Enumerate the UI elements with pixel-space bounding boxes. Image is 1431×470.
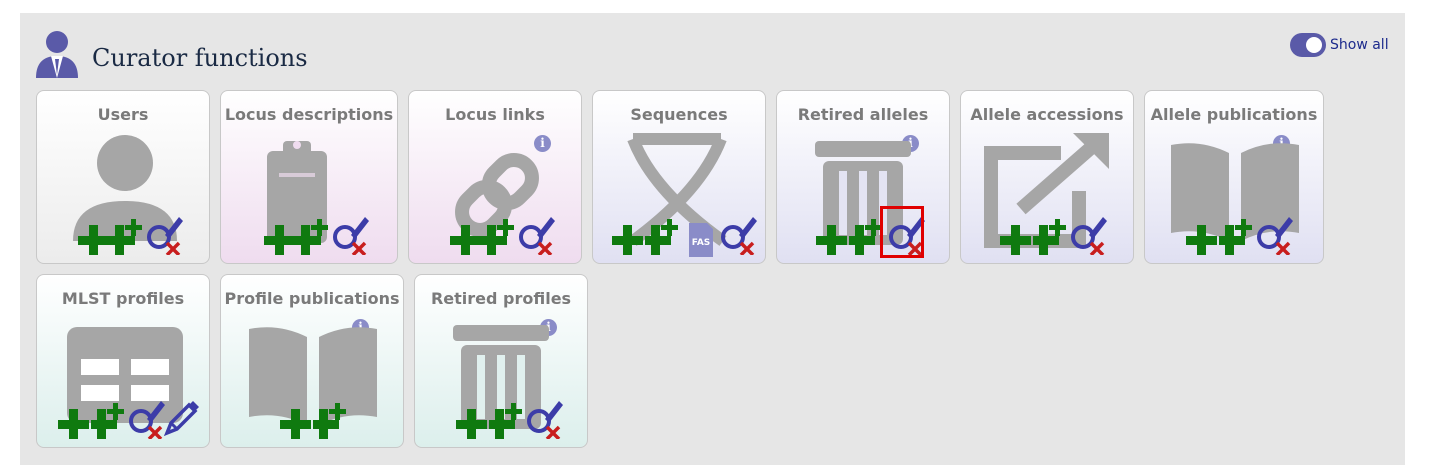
batch-add-icon[interactable] xyxy=(313,401,351,439)
card-title: Retired alleles xyxy=(797,105,929,124)
card-title: Profile publications xyxy=(224,289,400,308)
book-icon xyxy=(249,327,377,425)
query-icon[interactable] xyxy=(887,211,927,255)
query-icon[interactable] xyxy=(145,211,185,255)
card-title: Retired profiles xyxy=(430,289,572,308)
page-title: Curator functions xyxy=(92,44,308,72)
card-sequences: Sequences FAS xyxy=(592,90,766,264)
card-title: Users xyxy=(97,105,149,124)
external-link-icon xyxy=(984,133,1109,248)
batch-add-icon[interactable] xyxy=(1033,217,1071,255)
batch-add-icon[interactable] xyxy=(849,217,887,255)
fas-badge: FAS xyxy=(692,238,711,248)
card-locus-descriptions: Locus descriptions xyxy=(220,90,398,264)
query-icon[interactable] xyxy=(525,395,565,439)
card-title: MLST profiles xyxy=(61,289,185,308)
trash-icon xyxy=(815,141,911,245)
query-icon[interactable] xyxy=(1069,211,1109,255)
batch-add-icon[interactable] xyxy=(295,217,333,255)
card-retired-profiles: Retired profiles i xyxy=(414,274,588,448)
table-icon xyxy=(67,327,183,423)
batch-add-icon[interactable] xyxy=(481,217,519,255)
show-all-toggle[interactable] xyxy=(1290,33,1326,57)
batch-add-icon[interactable] xyxy=(489,401,527,439)
clipboard-icon xyxy=(267,141,327,243)
card-title: Allele accessions xyxy=(970,105,1124,124)
trash-icon xyxy=(453,325,549,429)
add-icon[interactable] xyxy=(611,221,651,255)
query-icon[interactable] xyxy=(719,211,759,255)
query-icon[interactable] xyxy=(331,211,371,255)
add-icon[interactable] xyxy=(263,221,303,255)
add-icon[interactable] xyxy=(815,221,855,255)
add-icon[interactable] xyxy=(279,405,319,439)
link-icon xyxy=(455,153,539,237)
info-icon[interactable]: i xyxy=(534,135,551,152)
add-icon[interactable] xyxy=(999,221,1039,255)
fasta-upload-icon[interactable]: FAS xyxy=(687,223,715,257)
curator-user-icon xyxy=(36,31,78,78)
card-title: Locus descriptions xyxy=(224,105,394,124)
query-icon[interactable] xyxy=(127,395,167,439)
add-icon[interactable] xyxy=(449,221,489,255)
batch-add-icon[interactable] xyxy=(109,217,147,255)
query-icon[interactable] xyxy=(1255,211,1295,255)
book-icon xyxy=(1171,143,1299,241)
card-mlst-profiles: MLST profiles xyxy=(36,274,210,448)
batch-add-icon[interactable] xyxy=(91,401,129,439)
batch-edit-icon[interactable] xyxy=(161,399,201,439)
toggle-knob xyxy=(1306,37,1322,53)
card-title: Sequences xyxy=(630,105,728,124)
highlight-box xyxy=(880,206,924,258)
batch-add-icon[interactable] xyxy=(645,217,683,255)
card-profile-publications: Profile publications i xyxy=(220,274,404,448)
card-allele-publications: Allele publications i xyxy=(1144,90,1324,264)
card-users: Users xyxy=(36,90,210,264)
show-all-label[interactable]: Show all xyxy=(1330,37,1389,53)
card-allele-accessions: Allele accessions i xyxy=(960,90,1134,264)
card-locus-links: Locus links i xyxy=(408,90,582,264)
add-icon[interactable] xyxy=(57,405,97,439)
card-title: Allele publications xyxy=(1150,105,1318,124)
add-icon[interactable] xyxy=(77,221,117,255)
add-icon[interactable] xyxy=(1185,221,1225,255)
query-icon[interactable] xyxy=(517,211,557,255)
add-icon[interactable] xyxy=(455,405,495,439)
card-title: Locus links xyxy=(445,105,545,124)
batch-add-icon[interactable] xyxy=(1219,217,1257,255)
